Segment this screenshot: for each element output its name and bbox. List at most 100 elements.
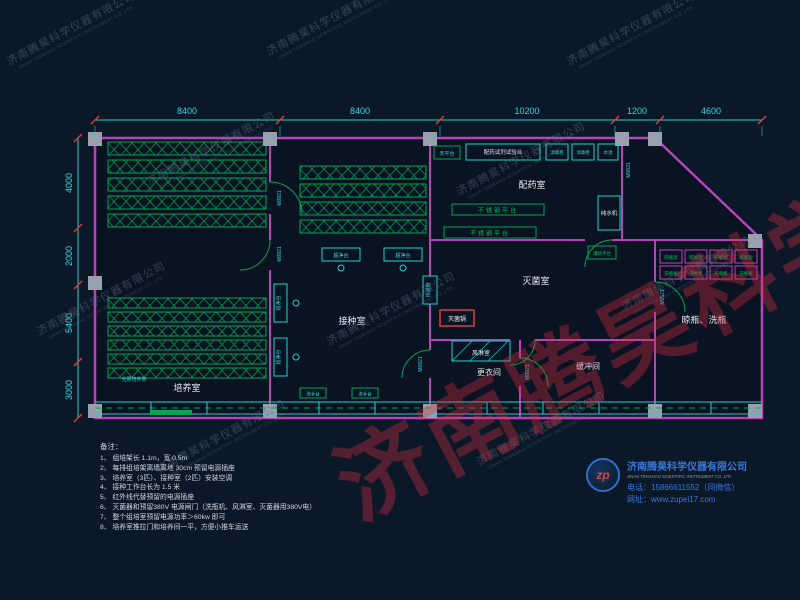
footer-brand: zp 济南腾昊科学仪器有限公司 JINAN TENGHAO SCIENTIFIC… <box>586 458 747 505</box>
bottle-rack-label: 晾瓶架 <box>689 254 703 261</box>
transfer-window-label: 传递窗 <box>425 282 432 297</box>
column <box>648 404 662 418</box>
note-item: 2、 每排组培架离墙离地 30cm 预留电源插座 <box>100 464 235 472</box>
bottle-washer-label: 洗瓶机 <box>739 270 753 277</box>
door-label: M0921 <box>418 356 424 372</box>
stool <box>292 353 300 361</box>
sink <box>597 143 619 161</box>
dim-tick <box>73 413 83 423</box>
room-label-bottle: 晾瓶、洗瓶 <box>681 314 726 325</box>
stool <box>292 299 300 307</box>
column <box>748 234 762 248</box>
shelf-rack <box>299 201 427 216</box>
note-item: 7、 整个组培室预留电源功率＞60kw 即可 <box>100 513 226 521</box>
dim-tick <box>73 280 83 290</box>
dim-tick <box>73 357 83 367</box>
company-phone: 电话：15866611552（同微信） <box>627 483 740 492</box>
note-item: 4、 接种工作台长为 1.5 米 <box>100 484 181 492</box>
door-label: M1521 <box>660 289 666 305</box>
dim-value: 2000 <box>64 246 74 266</box>
note-item: 6、 灭菌器和预留380V 电源闸门（洗瓶机、风淋室、灭菌器用380V电） <box>100 503 317 511</box>
dim-tick <box>275 115 285 125</box>
dim-value: 5400 <box>64 313 74 333</box>
dim-tick <box>757 115 767 125</box>
clean-bench-label: 超净台 <box>333 252 348 259</box>
bottle-washer <box>684 265 708 280</box>
room-labels: 配药室 灭菌室 接种室 培养室 更衣间 缓冲间 晾瓶、洗瓶 <box>173 179 726 393</box>
clean-bench-label: 超净台 <box>275 295 282 310</box>
disinfect-cabinet-label: 消毒柜 <box>576 149 590 156</box>
dim-tick <box>73 223 83 233</box>
note-item: 1、 组培架长 1.1m，宽 0.5m <box>100 455 188 462</box>
dim-value: 8400 <box>177 106 197 116</box>
clean-bench <box>273 283 288 323</box>
clean-bench-label: 超净台 <box>395 252 410 259</box>
hand-sink <box>351 387 379 399</box>
bottle-rack-label: 晾瓶架 <box>664 254 678 261</box>
room-label-culture: 培养室 <box>173 382 200 393</box>
bottle-rack <box>709 249 733 264</box>
dim-tick <box>655 115 665 125</box>
filling-platform <box>587 245 617 260</box>
room-label-changing: 更衣间 <box>477 367 501 377</box>
bottle-rack <box>734 249 758 264</box>
shelf-rack <box>107 159 267 174</box>
company-logo-icon: zp <box>586 458 620 492</box>
shelf-rack <box>107 353 267 365</box>
door-label: M0921 <box>525 364 531 380</box>
dimension-left: 4000 2000 5400 3000 <box>64 133 83 423</box>
dim-tick <box>610 115 620 125</box>
column <box>648 132 662 146</box>
shelf-rack <box>107 339 267 351</box>
bottle-washer-row: 洗瓶机 洗瓶机 洗瓶机 洗瓶机 <box>659 265 758 280</box>
dispensing-cabinets: 天平台 配药试剂试验台 消毒柜 消毒柜 水池 <box>433 143 619 161</box>
company-name-en: JINAN TENGHAO SCIENTIFIC INSTRUMENT CO.,… <box>627 474 732 479</box>
company-logo-text: zp <box>596 468 610 482</box>
column <box>423 404 437 418</box>
company-website[interactable]: 网址：www.zupei17.com <box>627 495 716 504</box>
note-item: 8、 培养室推拉门和培养间一平，方便小推车运送 <box>100 523 249 531</box>
interior-walls <box>269 138 762 418</box>
dim-tick <box>435 115 445 125</box>
shelf-rack <box>107 195 267 210</box>
bottle-washer-label: 洗瓶机 <box>714 270 728 277</box>
room-label-inoculation: 接种室 <box>338 315 365 326</box>
shelf-rack <box>299 183 427 198</box>
shelf-rack <box>107 367 267 379</box>
note-item: 5、 红外线代替预留的电源插座 <box>100 494 195 502</box>
footer-text: 济南腾昊科学仪器有限公司 JINAN TENGHAO SCIENTIFIC IN… <box>627 458 747 505</box>
column <box>88 404 102 418</box>
balance-table <box>433 145 461 160</box>
door-label: M0921 <box>277 246 283 262</box>
column <box>263 404 277 418</box>
air-shower-hatch <box>487 340 509 362</box>
note-item: 3、 培养室（3匹）、接种室（2匹）安装空调 <box>100 474 233 482</box>
bottle-washer <box>659 265 683 280</box>
room-label-buffer: 缓冲间 <box>576 361 600 371</box>
notes-title: 备注： <box>100 442 123 451</box>
air-shower-unit: 风淋室 <box>451 340 511 362</box>
hand-sinks: 洗手台 洗手台 <box>299 387 379 399</box>
transfer-window <box>422 275 438 305</box>
filling-platform-label: 灌装平台 <box>593 250 611 257</box>
shelf-rack <box>107 311 267 323</box>
shelf-rack <box>107 141 267 156</box>
notes-block: 备注： 1、 组培架长 1.1m，宽 0.5m 2、 每排组培架离墙离地 30c… <box>100 441 316 532</box>
dim-value: 1200 <box>627 106 647 116</box>
door-label: M0621 <box>626 162 632 178</box>
sterilizer <box>439 309 475 327</box>
dim-value: 3000 <box>64 380 74 400</box>
bottle-rack-label: 晾瓶架 <box>739 254 753 261</box>
steel-platform <box>451 203 545 216</box>
water-purifier-label: 纯水机 <box>601 209 618 217</box>
dim-value: 4000 <box>64 173 74 193</box>
bottle-washer <box>709 265 733 280</box>
bottle-rack-label: 晾瓶架 <box>714 254 728 261</box>
clean-bench <box>321 247 361 262</box>
column <box>615 132 629 146</box>
room-label-dispensing: 配药室 <box>518 179 545 190</box>
bottle-rack-row: 晾瓶架 晾瓶架 晾瓶架 晾瓶架 <box>659 249 758 264</box>
dim-tick <box>90 115 100 125</box>
shelf-rack <box>107 325 267 337</box>
door-arc <box>519 357 549 387</box>
